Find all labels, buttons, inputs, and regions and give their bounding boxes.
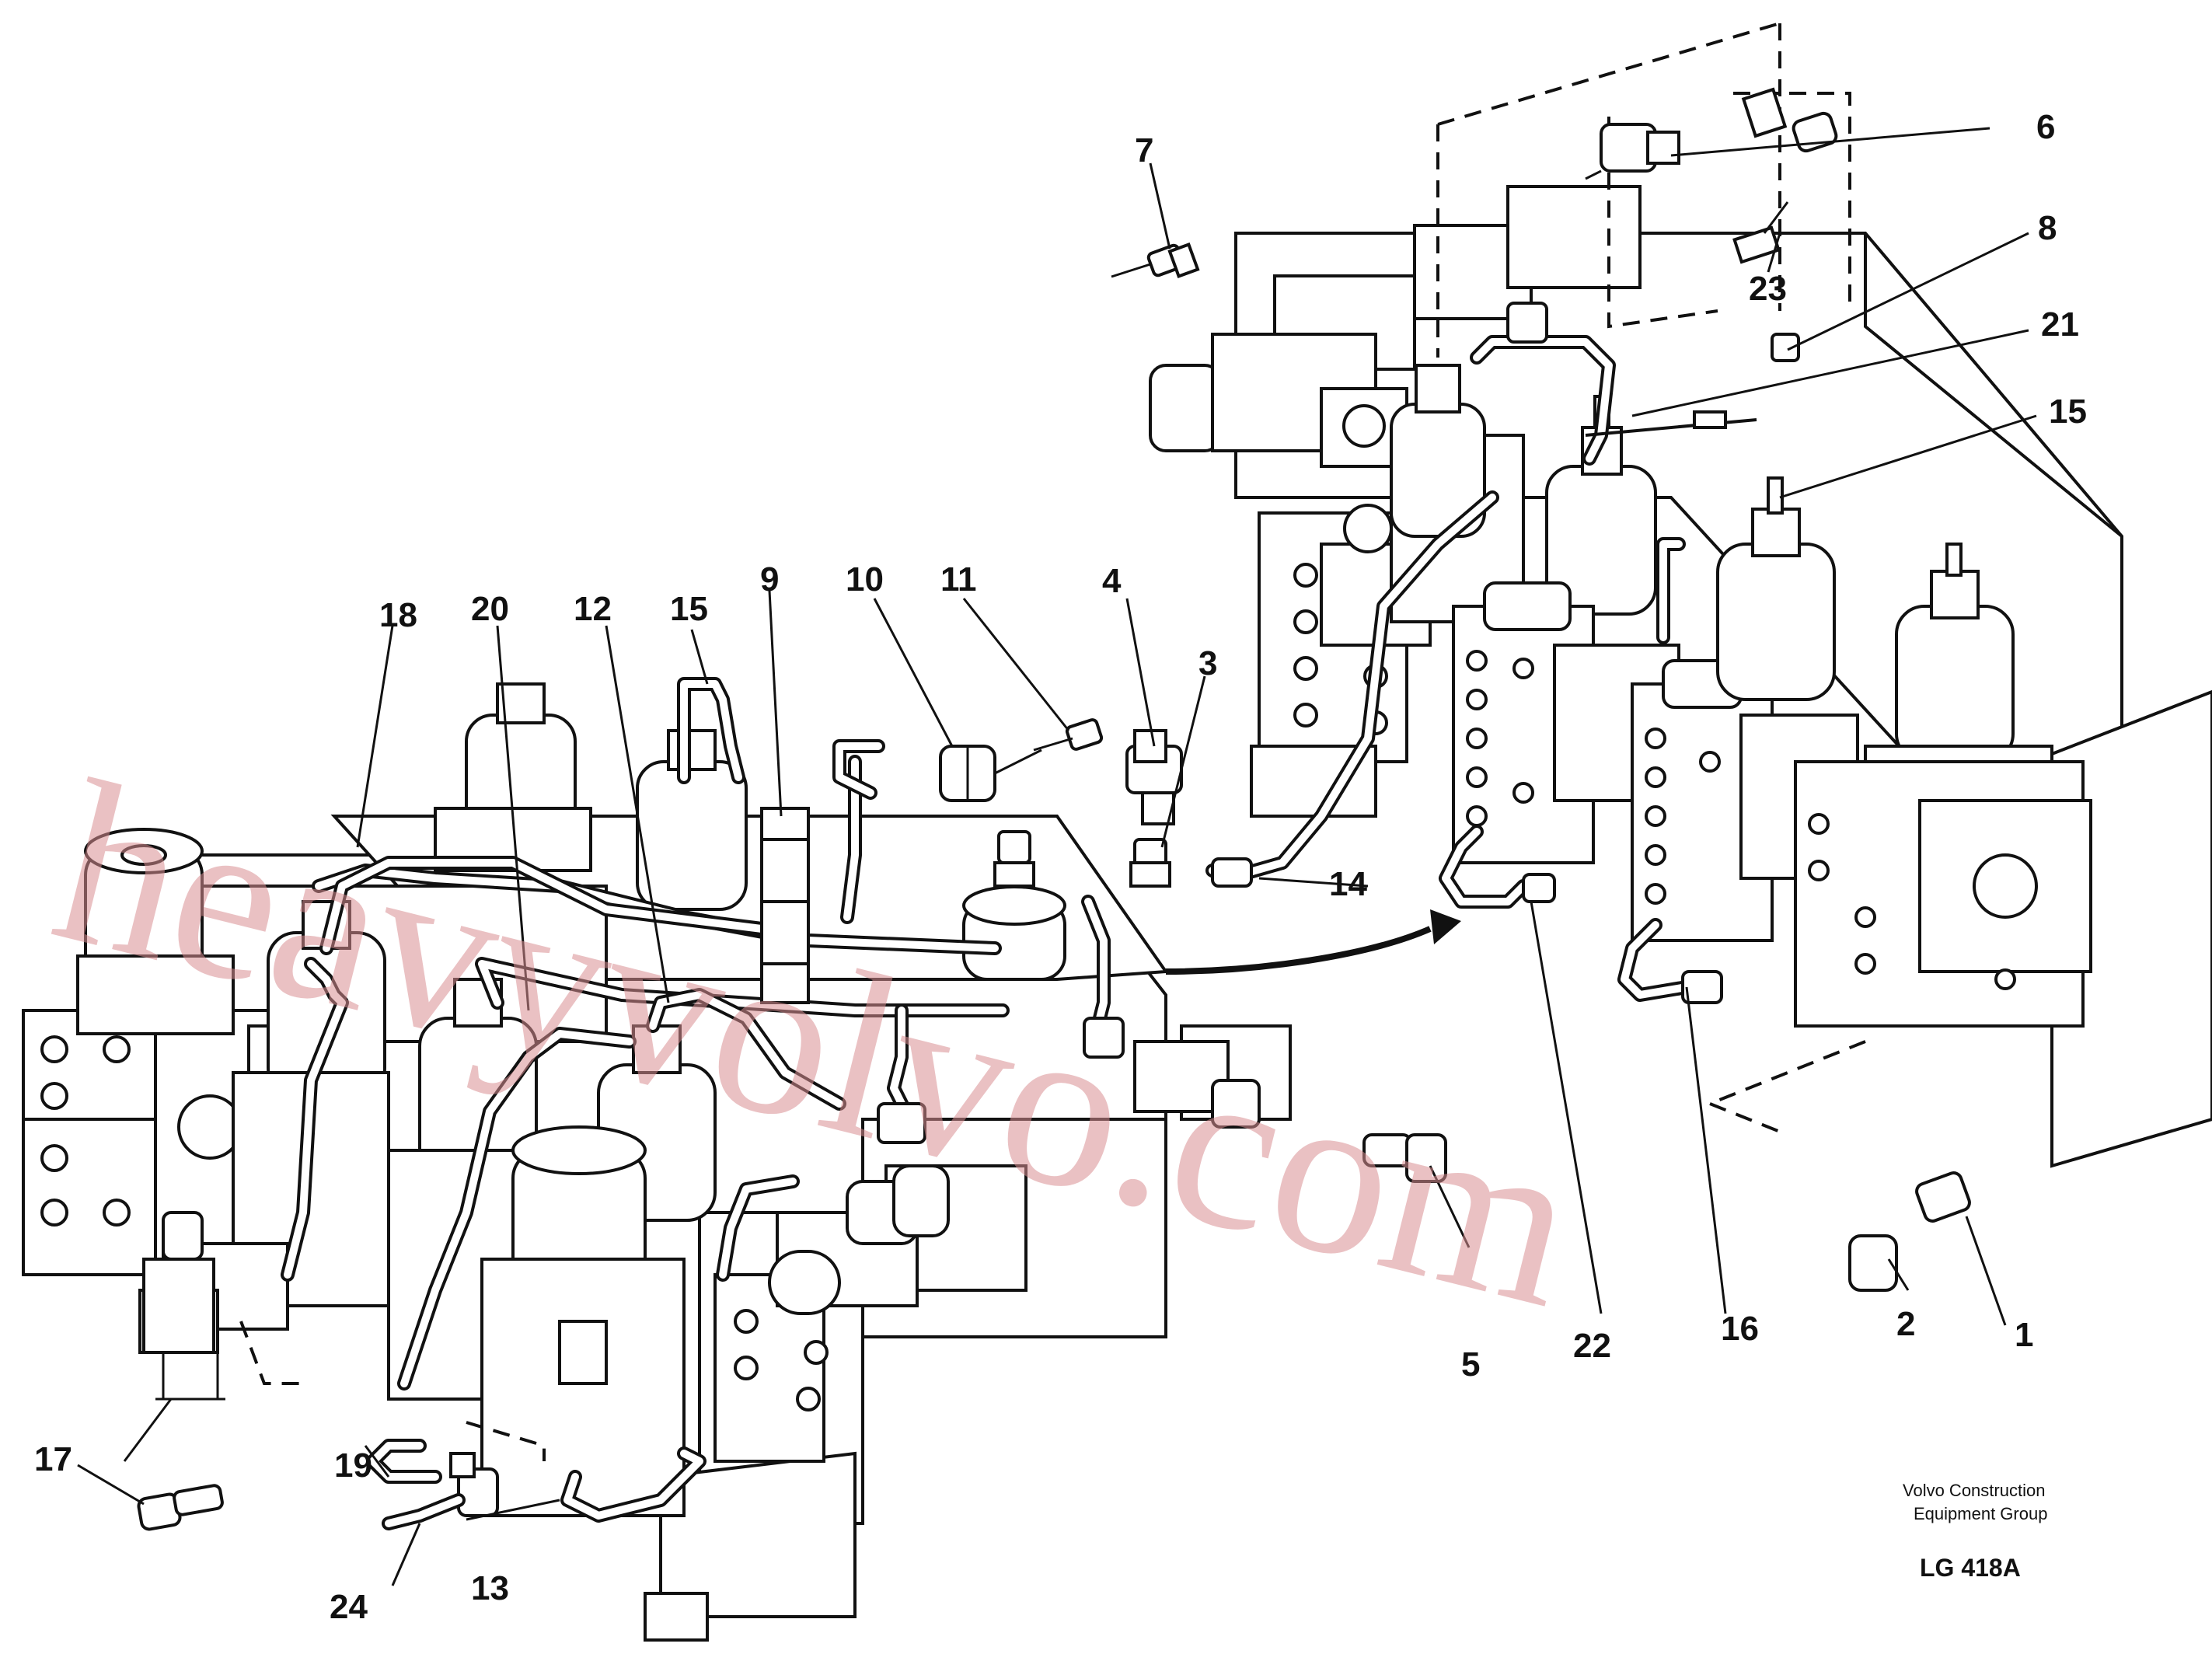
callout-10: 10: [846, 560, 884, 598]
callout-3: 3: [1198, 644, 1217, 682]
callout-4: 4: [1102, 562, 1122, 600]
callout-15-upper: 15: [2049, 393, 2087, 431]
callout-2: 2: [1896, 1305, 1915, 1343]
callout-6: 6: [2036, 108, 2055, 146]
callout-11: 11: [940, 560, 977, 598]
callout-12: 12: [574, 590, 612, 628]
callout-24: 24: [330, 1588, 368, 1626]
callout-5: 5: [1461, 1345, 1480, 1384]
upper-valve-assembly: [1149, 22, 2212, 1168]
far-right-bolts: [1808, 813, 2016, 990]
loose-fittings: [137, 718, 1971, 1531]
callout-18: 18: [379, 596, 417, 634]
view-arrow: [1165, 926, 1432, 975]
maker-line-1: Volvo Construction: [1903, 1481, 2045, 1500]
callout-20: 20: [471, 590, 509, 628]
callout-15-lower: 15: [670, 590, 708, 628]
view-arrow-head: [1430, 909, 1461, 944]
callout-9: 9: [760, 560, 779, 598]
callout-17: 17: [34, 1440, 72, 1478]
maker-line-2: Equipment Group: [1914, 1504, 2047, 1523]
leader-lines: [77, 127, 2037, 1586]
callout-7: 7: [1135, 131, 1153, 169]
callout-16: 16: [1721, 1310, 1759, 1348]
right-stack-bolts: [1645, 728, 1721, 905]
callout-21: 21: [2041, 305, 2079, 344]
callout-8: 8: [2038, 209, 2057, 247]
callout-13: 13: [471, 1569, 509, 1607]
callout-22: 22: [1573, 1327, 1611, 1365]
top-fittings: [1111, 87, 1838, 362]
callout-1: 1: [2015, 1316, 2033, 1354]
callout-14: 14: [1329, 865, 1367, 903]
middle-stack-bolts: [1466, 650, 1534, 827]
right-front-bolts: [734, 1309, 829, 1411]
callout-23: 23: [1749, 270, 1787, 308]
callout-labels: 1 2 3 4 5 6 7 8 9 10 11 12 13 14 15 15 1…: [34, 108, 2087, 1626]
callout-19: 19: [334, 1446, 372, 1485]
drawing-code: LG 418A: [1920, 1554, 2021, 1582]
main-valve-assembly: [22, 677, 1292, 1642]
left-block-bolts: [40, 1035, 131, 1227]
